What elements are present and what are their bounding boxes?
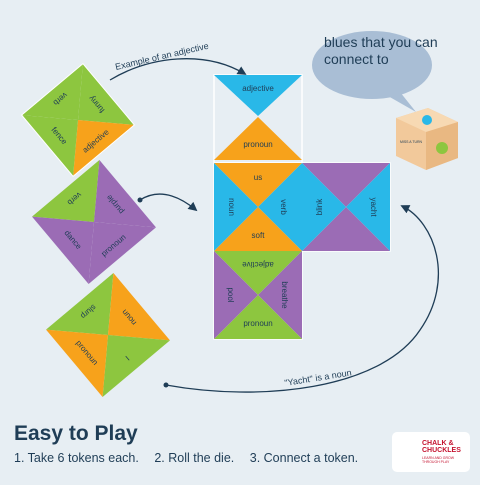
token-board-pronoun[interactable]: pronoun	[214, 117, 302, 160]
token-label: breathe	[280, 281, 289, 309]
token-label: pronoun	[243, 140, 272, 149]
die-face-text: MISS A TURN	[400, 140, 423, 144]
die-dot-blue	[422, 115, 432, 125]
token-label: adjective	[242, 260, 274, 269]
token-label: adjective	[242, 84, 274, 93]
token-left-bot[interactable]: slurp noun I pronoun	[46, 273, 170, 397]
brand-name: CHALK & CHUCKLES	[422, 440, 461, 454]
brand-tagline: LEARN AND GROW THROUGH PLAY	[422, 456, 455, 464]
token-label: verb	[279, 199, 288, 215]
token-label: soft	[252, 231, 266, 240]
token-label: us	[254, 173, 262, 182]
die-dot-green	[436, 142, 448, 154]
token-left-mid[interactable]: verb purple pronoun dance	[32, 160, 156, 284]
arrow-adjective	[109, 58, 247, 81]
token-left-top[interactable]: verb funny adjective fence	[20, 62, 136, 178]
token-label: I	[124, 354, 131, 362]
steps-list: 1. Take 6 tokens each. 2. Roll the die. …	[14, 451, 370, 465]
arrow-middle	[139, 193, 198, 212]
token-label: pool	[226, 287, 235, 302]
token-label: yacht	[369, 197, 378, 217]
step-item: 2. Roll the die.	[154, 451, 235, 465]
token-board-right[interactable]: blink yacht	[302, 163, 390, 251]
token-board-bottom[interactable]: adjective breathe pronoun pool	[214, 251, 302, 339]
token-board-adjective[interactable]: adjective	[214, 75, 302, 116]
token-label: blink	[315, 198, 324, 215]
step-item: 1. Take 6 tokens each.	[14, 451, 139, 465]
speech-bubble	[312, 31, 432, 112]
token-label: pronoun	[243, 319, 272, 328]
bubble-text: blues that you can connect to	[324, 34, 438, 67]
arrow-yacht	[165, 205, 440, 393]
token-board-center[interactable]: us verb soft noun	[214, 163, 302, 251]
brand-badge[interactable]: CHALK & CHUCKLES LEARN AND GROW THROUGH …	[392, 432, 470, 472]
token-label: noun	[227, 198, 236, 216]
arrow-dot	[163, 382, 169, 388]
arrow-dot	[137, 197, 143, 203]
step-item: 3. Connect a token.	[249, 451, 359, 465]
callout-adjective: Example of an adjective	[114, 41, 209, 72]
die[interactable]: MISS A TURN	[396, 108, 458, 170]
page-title: Easy to Play	[14, 422, 138, 445]
